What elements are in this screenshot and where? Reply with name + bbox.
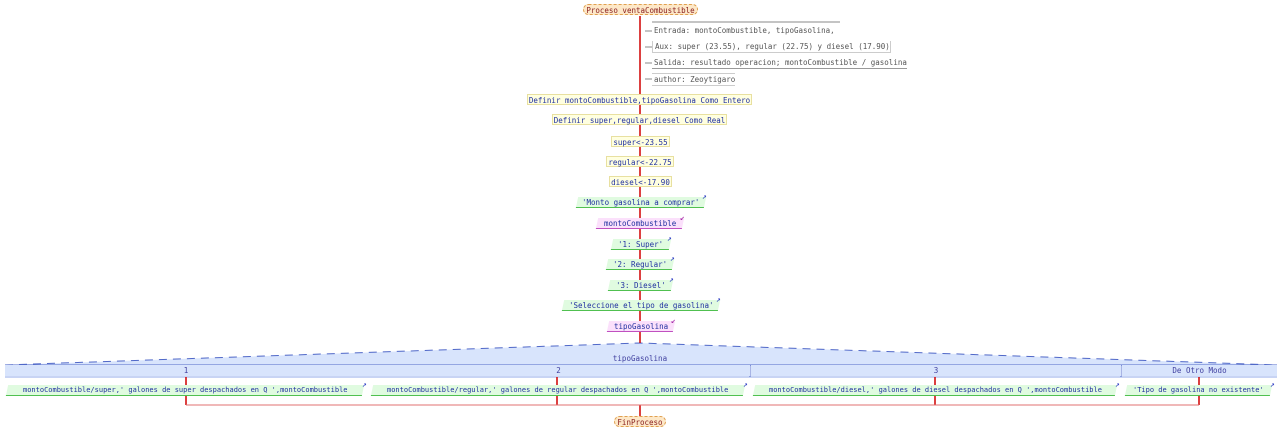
output-arrow-icon: ↗ — [670, 254, 675, 263]
case-2[interactable]: 2 — [367, 365, 750, 376]
input-arrow-icon: ↙ — [680, 213, 685, 222]
output-text: montoCombustible/super,' galones de supe… — [22, 386, 348, 394]
output-option-1[interactable]: '1: Super' — [610, 239, 672, 250]
output-case-2[interactable]: montoCombustible/regular,' galones de re… — [370, 385, 746, 396]
case-default[interactable]: De Otro Modo — [1122, 365, 1277, 376]
output-text: 'Monto gasolina a comprar' — [582, 198, 700, 207]
comment-input: Entrada: montoCombustible, tipoGasolina, — [654, 26, 835, 35]
assign-diesel[interactable]: diesel<-17.90 — [609, 176, 672, 187]
output-option-2[interactable]: '2: Regular' — [605, 259, 675, 270]
output-text: '2: Regular' — [612, 260, 668, 269]
output-case-3[interactable]: montoCombustible/diesel,' galones de die… — [752, 385, 1118, 396]
output-text: montoCombustible/diesel,' galones de die… — [768, 386, 1102, 394]
switch-variable: tipoGasolina — [612, 354, 668, 363]
output-arrow-icon: ↗ — [702, 192, 707, 201]
output-text: montoCombustible/regular,' galones de re… — [387, 386, 729, 394]
output-text: 'Seleccione el tipo de gasolina' — [568, 301, 714, 310]
assign-super[interactable]: super<-23.55 — [611, 136, 670, 147]
input-arrow-icon: ↙ — [671, 316, 676, 325]
output-arrow-icon: ↗ — [669, 275, 674, 284]
output-monto[interactable]: 'Monto gasolina a comprar' — [575, 197, 707, 208]
input-text: montoCombustible — [603, 219, 677, 228]
input-text: tipoGasolina — [613, 322, 669, 331]
comment-author: author: Zeoytigaro — [652, 73, 736, 86]
assign-regular[interactable]: regular<-22.75 — [606, 156, 674, 167]
output-arrow-icon: ↗ — [743, 380, 748, 389]
define-reals[interactable]: Definir super,regular,diesel Como Real — [552, 114, 727, 125]
case-1[interactable]: 1 — [5, 365, 367, 376]
output-arrow-icon: ↗ — [716, 295, 721, 304]
define-integers[interactable]: Definir montoCombustible,tipoGasolina Co… — [527, 94, 752, 105]
output-arrow-icon: ↗ — [1270, 380, 1275, 389]
process-start[interactable]: Proceso ventaCombustible — [583, 4, 698, 15]
read-monto[interactable]: montoCombustible — [595, 218, 685, 229]
output-text: 'Tipo de gasolina no existente' — [1133, 386, 1264, 394]
output-default[interactable]: 'Tipo de gasolina no existente' — [1124, 385, 1273, 396]
comment-output: Salida: resultado operacion; montoCombus… — [652, 58, 907, 69]
case-3[interactable]: 3 — [751, 365, 1121, 376]
output-text: '1: Super' — [618, 240, 664, 249]
process-end[interactable]: FinProceso — [614, 416, 666, 427]
read-tipo[interactable]: tipoGasolina — [606, 321, 676, 332]
comment-aux: Aux: super (23.55), regular (22.75) y di… — [652, 41, 891, 53]
output-case-1[interactable]: montoCombustible/super,' galones de supe… — [5, 385, 365, 396]
output-select[interactable]: 'Seleccione el tipo de gasolina' — [561, 300, 721, 311]
output-arrow-icon: ↗ — [1115, 380, 1120, 389]
output-arrow-icon: ↗ — [362, 380, 367, 389]
output-arrow-icon: ↗ — [667, 234, 672, 243]
output-text: '3: Diesel' — [615, 281, 666, 290]
output-option-3[interactable]: '3: Diesel' — [607, 280, 674, 291]
